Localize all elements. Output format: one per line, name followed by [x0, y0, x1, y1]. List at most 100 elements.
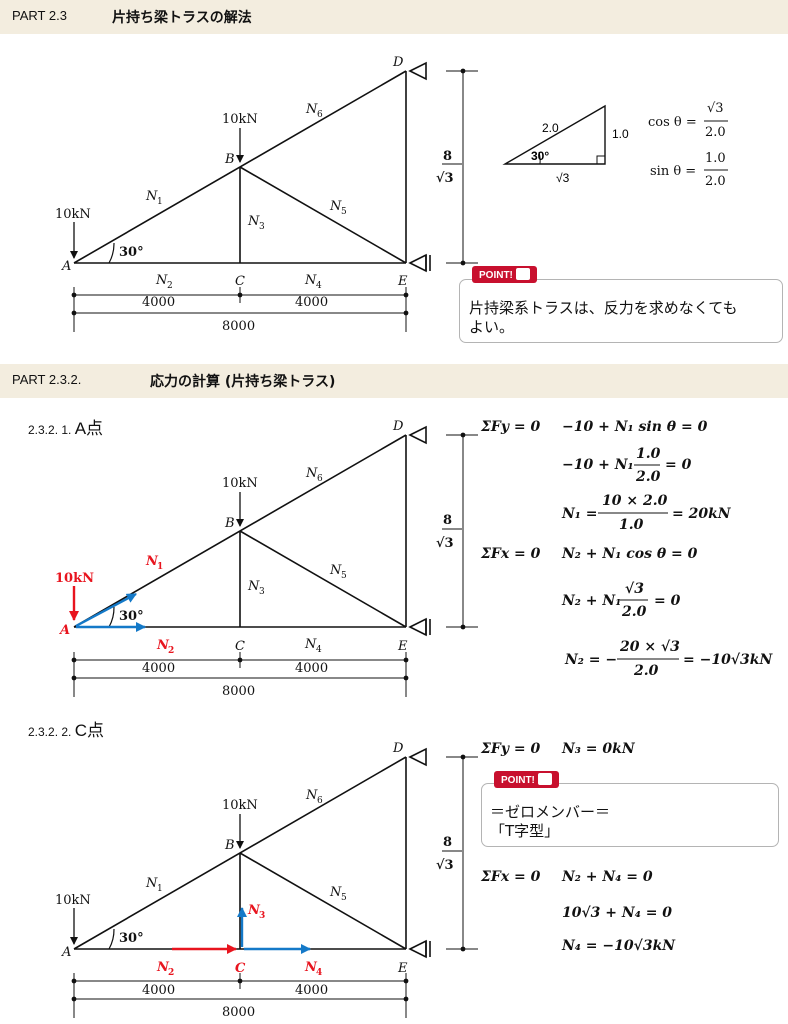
svg-text:10√3 + N₄ = 0: 10√3 + N₄ = 0: [562, 905, 672, 921]
point-tag-2: POINT!: [494, 771, 559, 788]
svg-text:1.0: 1.0: [705, 151, 726, 166]
svg-text:3: 3: [259, 911, 265, 921]
eq-a-fy-label: ΣFy = 0: [480, 419, 540, 435]
svg-text:= 0: = 0: [665, 457, 692, 473]
svg-text:N₂ = −: N₂ = −: [564, 652, 617, 668]
load-label-a: 10kN: [55, 207, 91, 222]
truss-diagram-1: [70, 61, 478, 332]
svg-text:3: 3: [259, 222, 265, 232]
dim-left-label: 4000: [142, 295, 175, 310]
eq-c-fy-label: ΣFy = 0: [480, 741, 540, 757]
point-text-2: ＝ゼロメンバー＝ 「T字型」: [490, 803, 611, 840]
svg-text:N: N: [156, 960, 170, 975]
height-denominator-3: √3: [436, 858, 454, 873]
reference-triangle: 2.0 1.0 √3 30°: [502, 104, 629, 185]
svg-text:1: 1: [157, 197, 163, 207]
force-vectors-c: [172, 907, 311, 954]
svg-text:cos θ =: cos θ =: [648, 115, 697, 130]
node-a-label-3: A: [61, 945, 71, 960]
svg-text:N: N: [329, 199, 342, 214]
svg-text:N: N: [329, 885, 342, 900]
svg-text:6: 6: [317, 110, 323, 120]
svg-text:6: 6: [317, 474, 323, 484]
truss-diagram-2: [73, 425, 478, 697]
svg-text:2: 2: [167, 281, 173, 291]
load-label-b-3: 10kN: [222, 798, 258, 813]
node-d-label-2: D: [392, 419, 404, 434]
svg-text:5: 5: [341, 207, 347, 217]
node-a-label: A: [61, 259, 71, 274]
point-box-2: [481, 783, 779, 847]
triangle-base-label: √3: [556, 171, 570, 185]
svg-text:N₁ =: N₁ =: [561, 506, 598, 522]
height-numerator-3: 8: [443, 835, 452, 850]
svg-text:2.0: 2.0: [705, 174, 726, 189]
svg-text:1: 1: [157, 884, 163, 894]
dim-total-label-3: 8000: [222, 1005, 255, 1020]
eq-c-fx-label: ΣFx = 0: [480, 869, 541, 885]
svg-text:√3: √3: [625, 581, 644, 597]
subsection-code: PART 2.3.2.: [12, 372, 82, 387]
node-a-label-2: A: [58, 623, 70, 638]
node-b-label-2: B: [224, 516, 235, 531]
svg-text:N₂ + N₁ cos θ = 0: N₂ + N₁ cos θ = 0: [561, 546, 698, 562]
svg-text:5: 5: [341, 571, 347, 581]
svg-text:4: 4: [316, 281, 322, 291]
node-c-label: C: [235, 274, 245, 289]
height-numerator-2: 8: [443, 513, 452, 528]
dim-right-label-3: 4000: [295, 983, 328, 998]
triangle-hyp-label: 2.0: [542, 121, 559, 135]
svg-text:1.0: 1.0: [619, 517, 644, 533]
load-label-a-2: 10kN: [55, 571, 94, 586]
subsection-a-heading: 2.3.2. 1. A点: [28, 419, 104, 438]
node-d-label: D: [392, 55, 404, 70]
svg-text:N: N: [305, 788, 318, 803]
svg-text:N: N: [329, 563, 342, 578]
svg-text:6: 6: [317, 796, 323, 806]
svg-text:N₃ = 0kN: N₃ = 0kN: [561, 741, 636, 757]
svg-text:N: N: [247, 903, 261, 918]
point-text-1: 片持梁系トラスは、反力を求めなくても よい。: [469, 299, 738, 336]
point-box-1: [459, 279, 783, 343]
dim-total-label: 8000: [222, 319, 255, 334]
triangle-angle-label: 30°: [531, 149, 549, 163]
height-denominator: √3: [436, 171, 454, 186]
subsection-c-heading: 2.3.2. 2. C点: [28, 721, 104, 740]
node-b-label-3: B: [224, 838, 235, 853]
height-numerator: 8: [443, 149, 452, 164]
dim-left-label-3: 4000: [142, 983, 175, 998]
svg-text:N: N: [155, 273, 168, 288]
svg-text:−10 + N₁: −10 + N₁: [562, 457, 634, 473]
node-b-label: B: [224, 152, 235, 167]
eq-a-fy1: −10 + N₁ sin θ = 0: [562, 419, 708, 435]
svg-text:5: 5: [341, 893, 347, 903]
load-label-b-2: 10kN: [222, 476, 258, 491]
subsection-title: 応力の計算 (片持ち梁トラス): [150, 374, 336, 390]
svg-text:2.0: 2.0: [705, 125, 726, 140]
truss-diagram-3: [70, 747, 478, 1018]
svg-text:N: N: [145, 554, 159, 569]
section-code: PART 2.3: [12, 8, 67, 23]
node-e-label: E: [397, 274, 408, 289]
svg-text:N: N: [304, 273, 317, 288]
svg-text:N₄ = −10√3kN: N₄ = −10√3kN: [561, 938, 676, 954]
svg-text:2.0: 2.0: [635, 469, 661, 485]
svg-text:2: 2: [168, 646, 174, 656]
thumbs-up-icon: [515, 268, 530, 280]
svg-text:2.0: 2.0: [621, 604, 647, 620]
load-label-a-3: 10kN: [55, 893, 91, 908]
svg-text:2: 2: [168, 968, 174, 978]
load-label-b: 10kN: [222, 112, 258, 127]
